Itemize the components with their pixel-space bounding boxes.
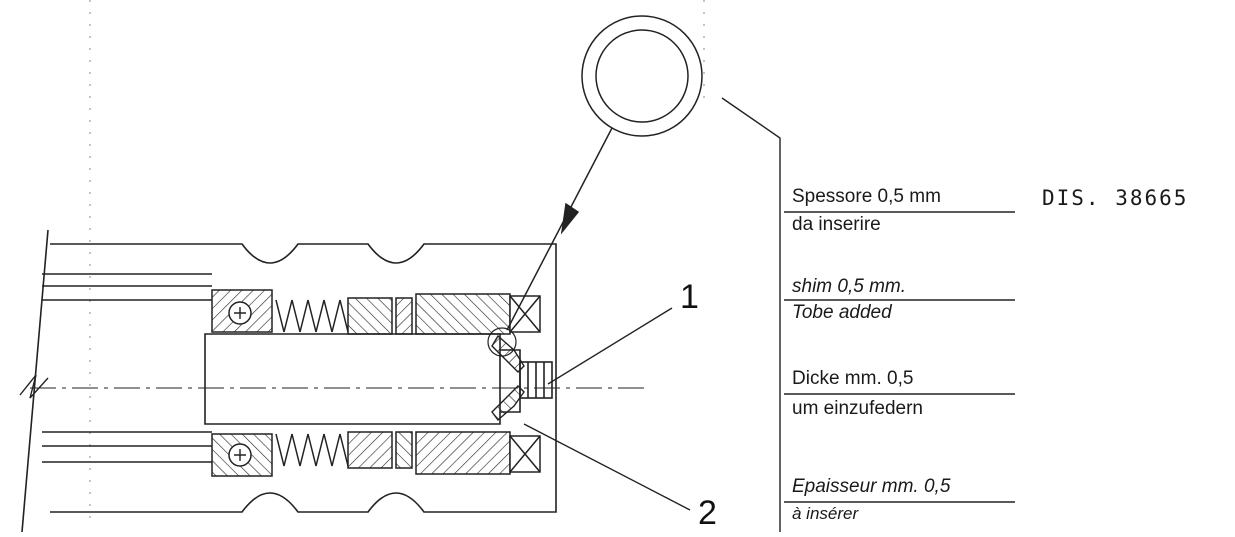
drawing-number: DIS. 38665: [1042, 186, 1189, 210]
note-english-line2: Tobe added: [792, 302, 892, 323]
detail-magnifier: [506, 15, 703, 331]
callout-label-2: 2: [698, 494, 717, 532]
construction-dashes: [89, 0, 705, 520]
notes-frame: [721, 97, 1015, 532]
note-english-line1: shim 0,5 mm.: [792, 276, 907, 297]
break-mark: [19, 374, 49, 399]
shim-detail: [487, 327, 525, 422]
lower-stack: [211, 431, 541, 477]
callout-label-1: 1: [680, 278, 699, 316]
note-french-line2: à insérer: [792, 504, 859, 523]
note-italian-line1: Spessore 0,5 mm: [792, 186, 941, 207]
note-french-line1: Epaisseur mm. 0,5: [792, 476, 951, 497]
note-german-line1: Dicke mm. 0,5: [792, 368, 914, 389]
note-italian-line2: da inserire: [792, 214, 881, 235]
housing: [21, 229, 557, 533]
note-german-line2: um einzufedern: [792, 398, 923, 419]
upper-stack: [211, 289, 541, 335]
callout-leaders: [523, 307, 691, 511]
